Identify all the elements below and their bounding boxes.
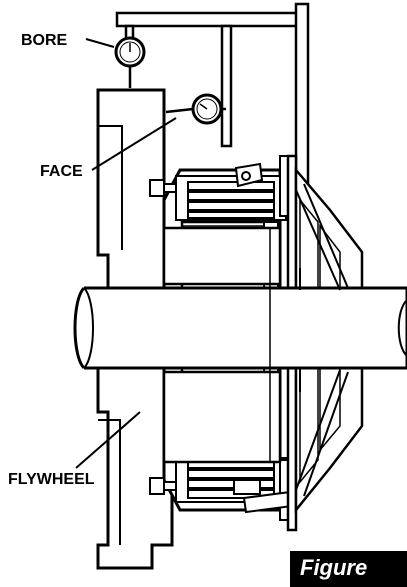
face-dial-indicator-icon	[165, 93, 226, 125]
flywheel-step	[98, 125, 123, 250]
hub-plate	[162, 226, 282, 464]
upper-clamp-bolt	[149, 179, 177, 197]
figure-tag: Figure	[290, 551, 407, 587]
bore-dial-indicator-icon	[114, 36, 146, 88]
indicator-bracket	[115, 2, 310, 206]
flywheel-leader	[75, 411, 141, 469]
figure-tag-label: Figure	[300, 555, 368, 580]
shaft	[73, 286, 407, 370]
bore-leader	[85, 38, 115, 48]
leader-lines	[75, 38, 177, 469]
upper-disc-pack	[175, 155, 295, 221]
flywheel-label: FLYWHEEL	[8, 471, 95, 488]
bore-label: BORE	[21, 32, 68, 49]
face-leader	[91, 117, 177, 171]
lower-clamp-bolt	[149, 477, 177, 495]
driven-spokes	[295, 183, 349, 497]
flywheel-step-lower	[98, 419, 121, 545]
face-label: FACE	[40, 163, 83, 180]
